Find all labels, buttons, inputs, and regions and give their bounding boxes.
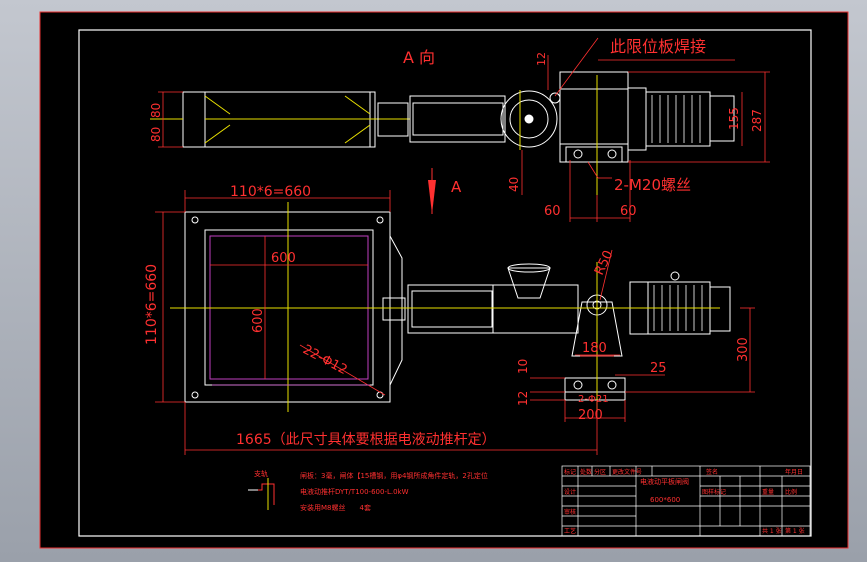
dim-200: 200 (578, 408, 603, 423)
dim-600-vertical: 600 (251, 308, 266, 333)
note-line-1: 闸板：3毫，闸体【15槽钢，用φ4钢所成角件定轨，2孔定位 (300, 471, 488, 480)
title-block (561, 465, 811, 537)
dim-60-right: 60 (620, 204, 637, 219)
dim-155: 155 (727, 107, 741, 130)
tb-right-label-6: 第 1 张 (785, 527, 805, 535)
tb-row-label-5: 年月日 (785, 468, 803, 476)
dim-80-b: 80 (149, 127, 163, 142)
dim-110x6-side: 110*6=660 (144, 264, 160, 345)
front-view (170, 202, 731, 412)
tb-right-label-2: 图样标记 (702, 488, 726, 496)
note-line-3: 安装用M8螺丝 4套 (300, 503, 371, 512)
dim-25: 25 (650, 361, 667, 376)
bolt-note: 2-M20螺丝 (614, 176, 691, 194)
tb-right-label-3: 重量 (762, 488, 774, 496)
top-view-dims (158, 37, 770, 222)
weld-note: 此限位板焊接 (610, 37, 706, 56)
dim-12-top: 12 (535, 52, 548, 66)
detail-support-rail (248, 478, 275, 510)
tb-row-label-2: 分区 (594, 468, 606, 476)
tb-right-label-5: 共 1 张 (762, 527, 782, 535)
inner-frame (78, 29, 812, 537)
product-name-2: 600*600 (650, 496, 680, 504)
product-name-1: 电液动平板闸阀 (640, 477, 689, 486)
top-view (150, 71, 735, 195)
tb-left-label-0: 设计 (564, 488, 576, 496)
view-a-title: A 向 (403, 48, 435, 67)
dim-287: 287 (750, 109, 764, 132)
tb-row-label-3: 更改文件号 (612, 468, 642, 476)
dim-1665-note: 1665（此尺寸具体要根据电液动推杆定） (236, 432, 496, 448)
drawing-sheet (39, 11, 849, 549)
dim-600-horizontal: 600 (271, 251, 296, 266)
section-label: A (451, 178, 462, 196)
note-line-2: 电液动推杆DYT/T100-600-L.0kW (300, 487, 409, 496)
dim-180: 180 (582, 341, 607, 356)
dim-60-left: 60 (544, 204, 561, 219)
dim-2phi21: 2-Φ21 (578, 394, 609, 405)
dim-12-bottom: 12 (516, 391, 530, 406)
tb-left-label-1: 审核 (564, 508, 576, 516)
dim-300: 300 (736, 337, 751, 362)
dim-10: 10 (516, 359, 530, 374)
section-arrow (428, 168, 436, 214)
tb-row-label-1: 处数 (580, 468, 592, 476)
tb-right-label-4: 比例 (785, 488, 797, 496)
front-view-dims (155, 190, 755, 455)
dim-40: 40 (507, 177, 521, 192)
dim-80-a: 80 (149, 103, 163, 118)
dim-110x6-top: 110*6=660 (230, 184, 311, 200)
tb-left-label-2: 工艺 (564, 527, 576, 535)
tb-row-label-4: 签名 (706, 468, 718, 476)
tb-row-label-0: 标记 (564, 468, 576, 476)
detail-label: 支轨 (254, 469, 268, 478)
